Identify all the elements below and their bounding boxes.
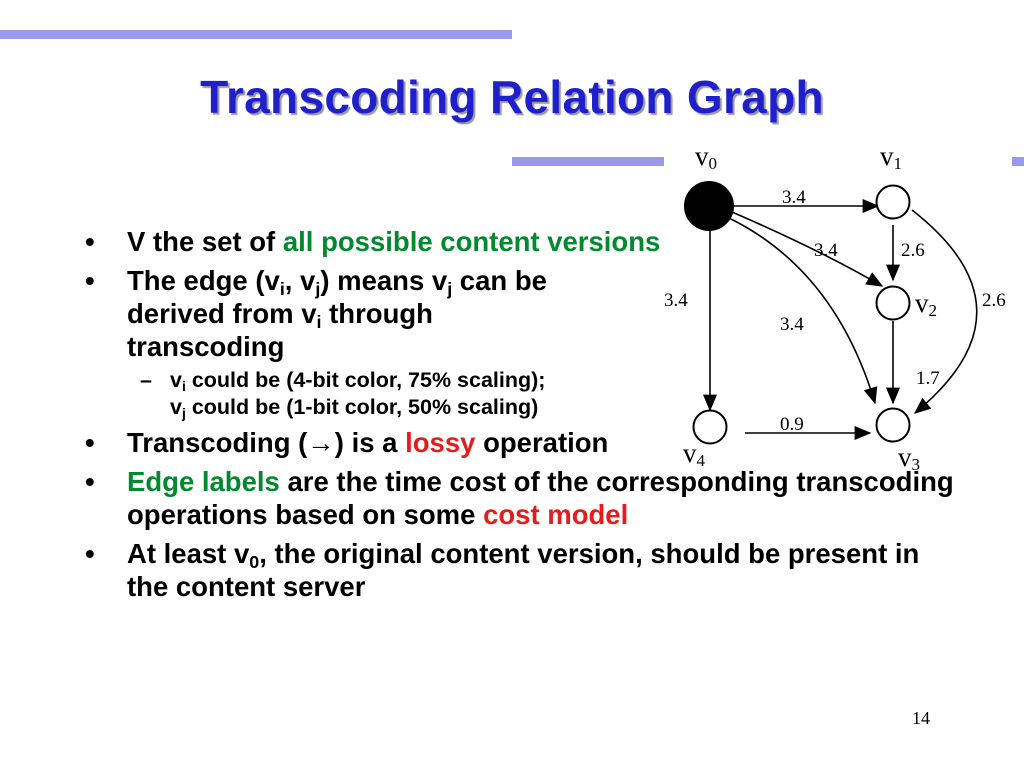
edge-v0-v3	[728, 217, 878, 405]
bullet-item: • The edge (vi, vj) means vj can be deri…	[85, 264, 955, 363]
subscript: i	[181, 377, 186, 394]
edge-v1-v3	[911, 209, 978, 414]
transcoding-graph: v0 v1 v2 v3 v4 3.4 3.4 3.4 3.4 2.6 2.6 1…	[664, 141, 1006, 474]
sub-bullet-text: could be (4-bit color, 75% scaling);	[185, 368, 546, 392]
highlight-text: lossy	[405, 427, 476, 458]
bullet-text: derived from v	[127, 298, 317, 329]
edge-label-v0-v3: 3.4	[780, 314, 804, 335]
bullet-marker: •	[85, 427, 95, 458]
slide-title: Transcoding Relation Graph	[200, 71, 824, 123]
bullet-list: • V the set of all possible content vers…	[85, 225, 955, 609]
edge-label-v0-v1: 3.4	[782, 187, 806, 208]
node-v2	[875, 285, 911, 321]
bullet-item: • V the set of all possible content vers…	[85, 225, 955, 258]
subscript: j	[315, 279, 321, 299]
bullet-item: • Edge labels are the time cost of the c…	[85, 465, 955, 531]
top-left-decorative-bar	[0, 30, 512, 39]
bullet-text: V the set of	[127, 226, 283, 257]
edge-v0-v2	[731, 211, 884, 287]
sub-bullet-text: v	[170, 395, 182, 419]
node-label-v4: v4	[683, 438, 706, 470]
edge-label-v0-v2: 3.4	[814, 240, 838, 261]
sub-bullet-item: – vi could be (4-bit color, 75% scaling)…	[85, 367, 955, 421]
node-v1	[875, 184, 911, 220]
subscript: j	[447, 279, 453, 299]
edge-label-v2-v3: 1.7	[916, 368, 940, 389]
bullet-marker: •	[85, 538, 95, 569]
bullet-text: , the original content version, should b…	[127, 538, 920, 602]
page-number: 14	[912, 708, 930, 728]
edge-label-v4-v3: 0.9	[780, 414, 804, 435]
node-v3	[875, 407, 911, 443]
edge-label-v1-v2: 2.6	[901, 240, 925, 261]
subscript: i	[279, 279, 285, 299]
bullet-text: , v	[284, 265, 316, 296]
edge-label-v1-v3: 2.6	[982, 290, 1006, 311]
bullet-item: • Transcoding (→) is a lossy operation	[85, 426, 955, 459]
right-decorative-bar	[512, 157, 664, 166]
node-label-v1: v1	[880, 141, 902, 173]
bullet-text: can be	[452, 265, 547, 296]
highlight-text: cost model	[483, 499, 629, 530]
bullet-text: transcoding	[127, 331, 285, 362]
bullet-text: The edge (v	[127, 265, 280, 296]
node-label-v2: v2	[915, 288, 937, 320]
arrow-symbol: →	[307, 427, 335, 458]
bullet-text: ) is a	[334, 427, 406, 458]
bullet-text: through	[321, 298, 433, 329]
node-label-v3: v3	[898, 442, 920, 474]
right-decorative-bar-stub	[1012, 157, 1024, 166]
bullet-text: ) means v	[320, 265, 448, 296]
bullet-marker: •	[85, 265, 95, 296]
subscript: j	[181, 404, 186, 421]
highlight-text: all possible content versions	[282, 226, 661, 257]
bullet-text: At least v	[127, 538, 250, 569]
bullet-marker: •	[85, 466, 95, 497]
sub-bullet-text: could be (1-bit color, 50% scaling)	[185, 395, 539, 419]
sub-bullet-text: v	[170, 368, 182, 392]
node-v4	[692, 409, 728, 445]
bullet-text: are the time cost of the corresponding t…	[127, 466, 954, 530]
highlight-text: Edge labels	[127, 466, 280, 497]
edge-label-v0-v4: 3.4	[664, 290, 688, 311]
subscript: i	[316, 312, 322, 332]
node-label-v0: v0	[695, 141, 717, 173]
sub-bullet-marker: –	[140, 368, 152, 392]
bullet-marker: •	[85, 226, 95, 257]
bullet-text: Transcoding (	[127, 427, 308, 458]
subscript: 0	[249, 552, 260, 572]
node-v0	[684, 181, 734, 231]
bullet-item: • At least v0, the original content vers…	[85, 537, 955, 603]
bullet-text: operation	[475, 427, 609, 458]
